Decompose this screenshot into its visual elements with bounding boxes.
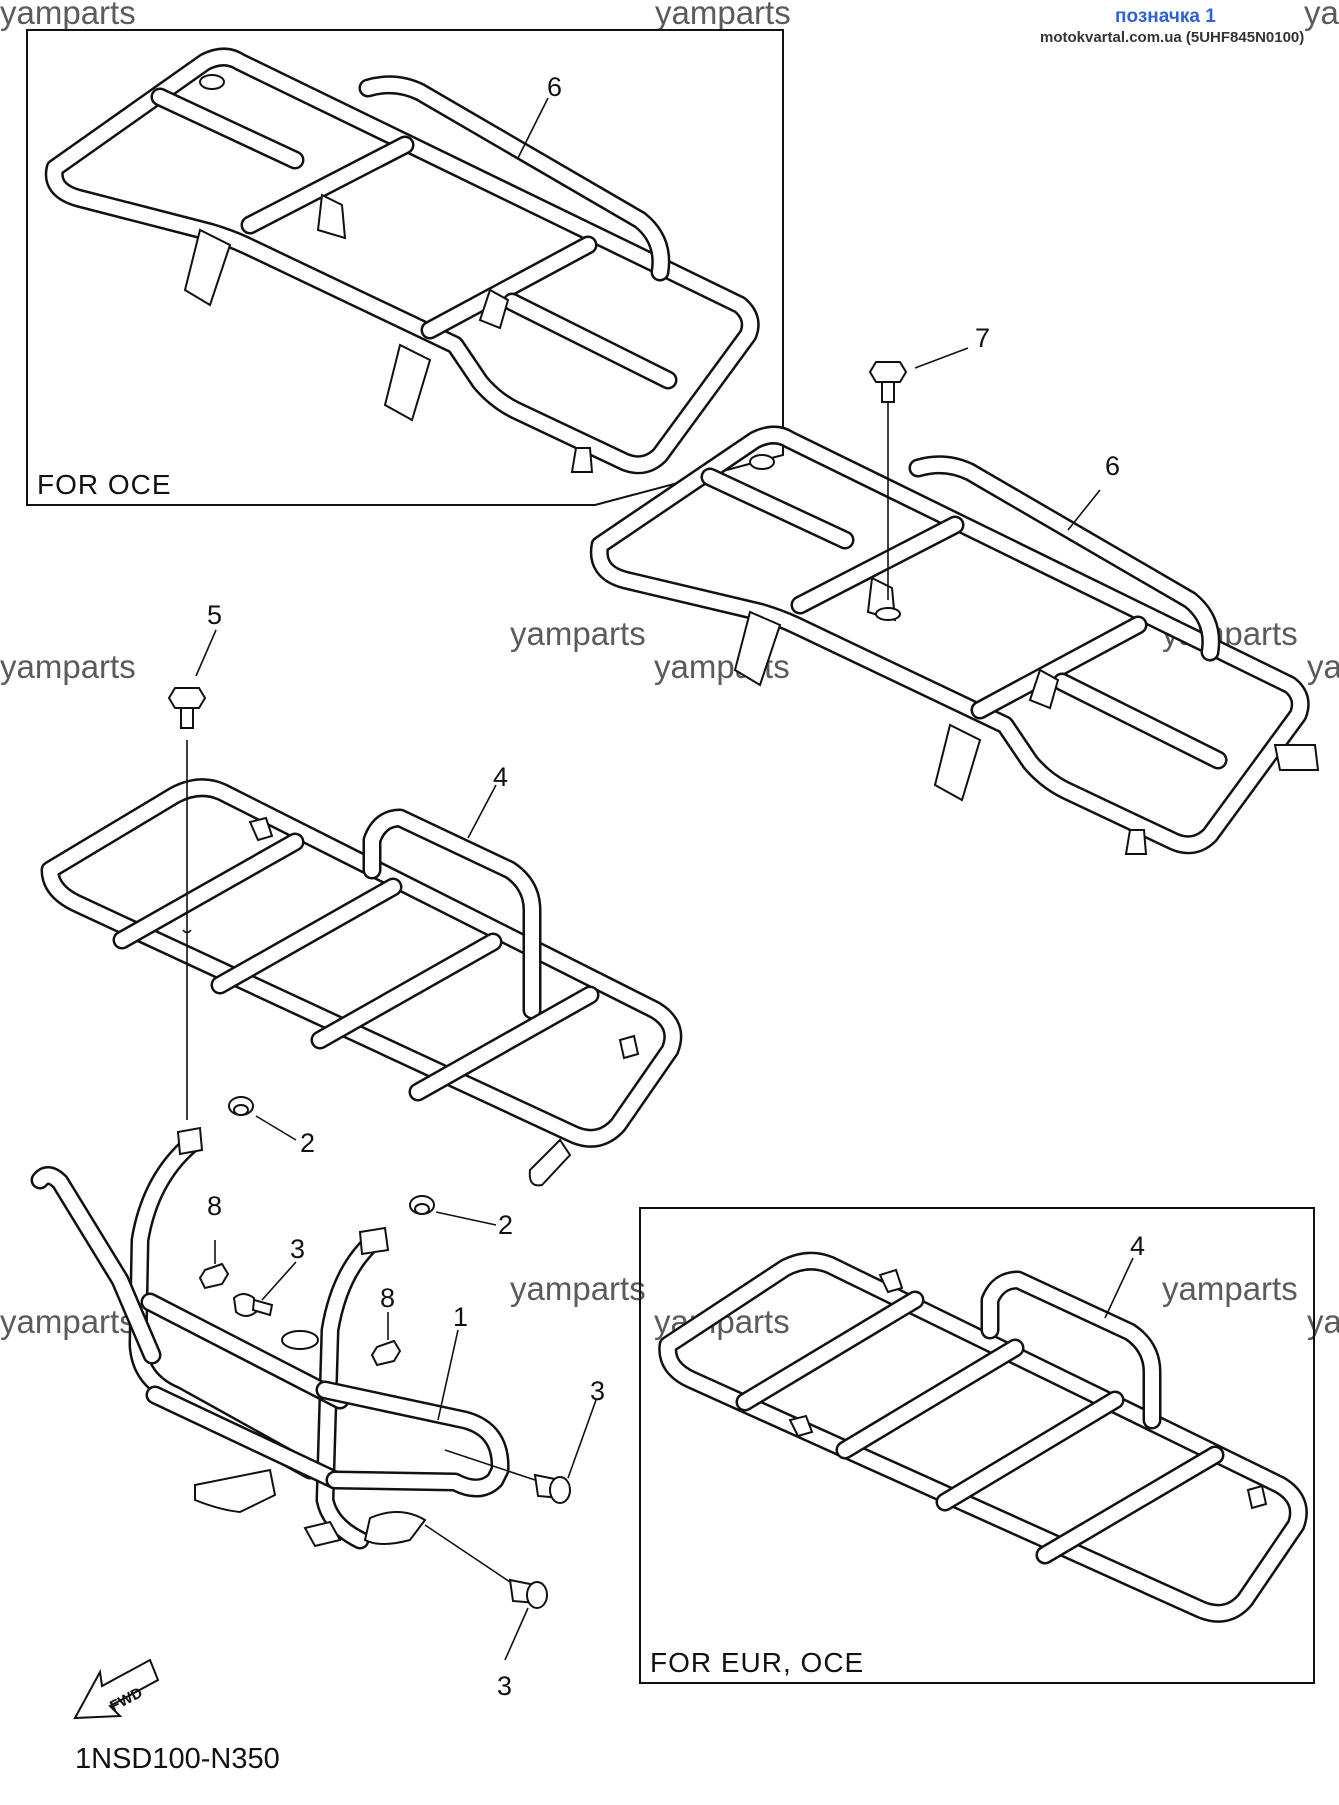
- watermark: yamparts: [0, 648, 136, 685]
- bolt-5: [167, 687, 207, 1120]
- callout-6-oce: 6: [547, 72, 562, 102]
- header-link-text[interactable]: позначка 1: [1115, 6, 1216, 27]
- watermark: yamparts: [0, 0, 136, 31]
- callout-5: 5: [207, 600, 222, 630]
- bolt-8-right: [370, 1339, 402, 1367]
- callout-6: 6: [1105, 451, 1120, 481]
- callout-2-lower: 2: [498, 1210, 513, 1240]
- callout-8-left: 8: [207, 1191, 222, 1221]
- grommet-lower: [409, 1195, 435, 1215]
- header-link[interactable]: позначка 1: [1115, 6, 1216, 27]
- callout-3-right: 3: [590, 1376, 605, 1406]
- callout-2-upper: 2: [300, 1128, 315, 1158]
- leader-lines: [195, 97, 1134, 1661]
- watermark: ya: [1307, 1303, 1339, 1340]
- rear-carrier-oce: [44, 47, 760, 475]
- grommet-upper: [228, 1096, 254, 1116]
- variant-box-eur-oce: FOR EUR, OCE: [639, 1207, 1315, 1684]
- watermark: yamparts: [510, 1270, 646, 1307]
- watermark: yamparts: [1162, 1270, 1298, 1307]
- watermark: yamparts: [655, 0, 791, 31]
- callout-4-eur-oce: 4: [1130, 1231, 1145, 1261]
- fwd-arrow-icon: FWD: [73, 1658, 160, 1720]
- header-site-text: motokvartal.com.ua (5UHF845N0100): [1040, 29, 1304, 46]
- bolt-3-upper: [232, 1293, 274, 1317]
- bolt-3-lower: [424, 1524, 548, 1609]
- watermark: yamparts: [0, 1303, 136, 1340]
- callout-8-right: 8: [380, 1283, 395, 1313]
- front-carrier-eur-oce: [658, 1251, 1308, 1623]
- bolt-3-right: [444, 1449, 571, 1504]
- callout-1: 1: [453, 1302, 468, 1332]
- callout-4: 4: [493, 762, 508, 792]
- diagram-code: 1NSD100-N350: [75, 1743, 280, 1775]
- watermark: yamparts: [510, 615, 646, 652]
- front-guard: [30, 1126, 510, 1550]
- callouts: 6 7 6 5 4 2 2 8 3 8 1 3 3 4: [207, 72, 1145, 1701]
- variant-box-eur-oce-frame: [639, 1207, 1315, 1684]
- callout-3-lower: 3: [497, 1671, 512, 1701]
- variant-box-eur-oce-label: FOR EUR, OCE: [650, 1647, 864, 1678]
- rear-carrier: [589, 425, 1320, 855]
- variant-box-oce-label: FOR OCE: [37, 469, 172, 500]
- watermark: ya: [1304, 0, 1339, 31]
- bolt-8-left: [198, 1262, 230, 1290]
- callout-7: 7: [975, 323, 990, 353]
- front-carrier: [40, 778, 683, 1187]
- callout-3-upper: 3: [290, 1234, 305, 1264]
- watermark: ya: [1307, 648, 1339, 685]
- bolt-7: [868, 361, 908, 621]
